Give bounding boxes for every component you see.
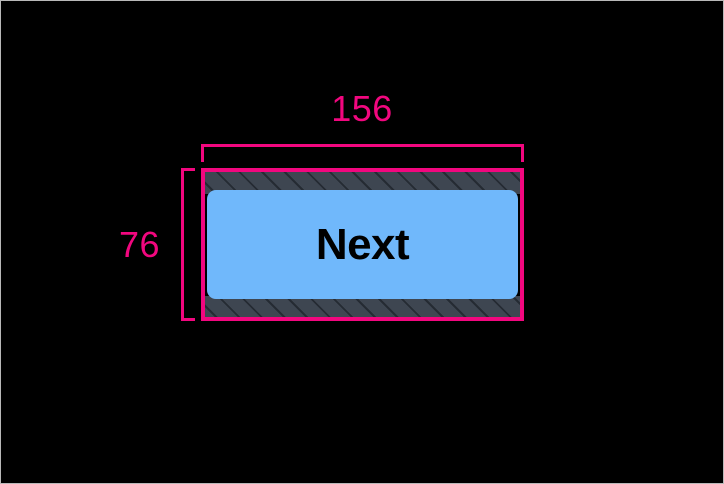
height-dimension-bracket [181,168,195,321]
element-bounds-highlight[interactable]: Next [201,168,524,321]
height-dimension-label: 76 [119,224,161,265]
padding-hatch-top [205,172,520,194]
next-button[interactable]: Next [207,190,518,299]
width-dimension-label: 156 [331,88,393,129]
padding-hatch-bottom [205,296,520,317]
next-button-label: Next [315,219,410,269]
width-dimension-bracket [201,144,524,162]
